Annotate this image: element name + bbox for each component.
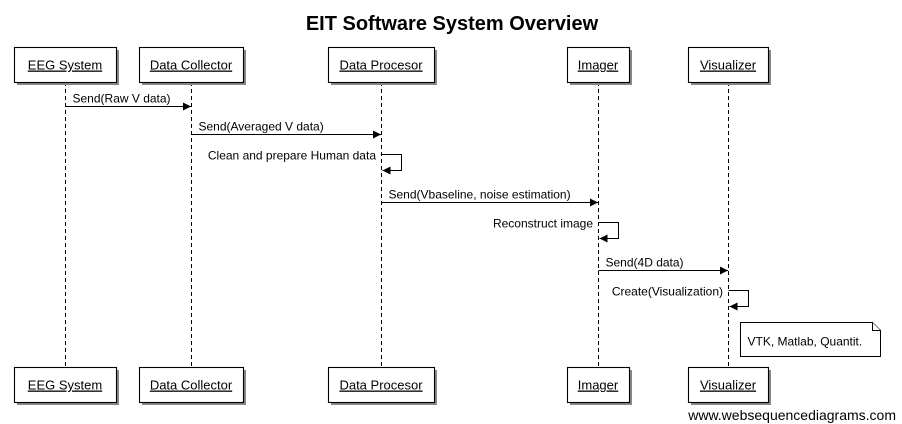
participant-collector-top: Data Collector — [138, 46, 246, 85]
participant-label: Data Collector — [150, 58, 233, 73]
participant-box — [138, 366, 245, 404]
message-label: Send(Raw V data) — [73, 92, 171, 106]
participant-procesor-bottom: Data Procesor — [327, 366, 437, 405]
message-label: Create(Visualization) — [612, 285, 723, 299]
message-5: Reconstruct image — [493, 217, 619, 243]
participant-label: Imager — [578, 378, 619, 393]
participant-label: Data Procesor — [339, 58, 423, 73]
participants-top: EEG System Data Collector Data Procesor Ima… — [13, 46, 771, 85]
note: VTK, Matlab, Quantit. — [740, 322, 881, 357]
note-fold — [872, 322, 881, 331]
participant-label: Data Collector — [150, 378, 233, 393]
message-label: Reconstruct image — [493, 217, 593, 231]
participants-bottom: EEG System Data Collector Data Procesor Ima… — [13, 366, 771, 405]
participant-label: Visualizer — [700, 378, 757, 393]
note-body — [740, 322, 881, 357]
message-2: Send(Averaged V data) — [191, 120, 381, 139]
watermark: www.websequencediagrams.com — [687, 407, 896, 423]
message-3: Clean and prepare Human data — [208, 149, 402, 175]
self-message-arrow — [381, 154, 402, 175]
participant-eeg-top: EEG System — [13, 46, 119, 85]
participant-box — [13, 46, 118, 84]
messages: Send(Raw V data) Send(Averaged V data) Cle… — [65, 92, 749, 311]
participant-label: EEG System — [28, 378, 102, 393]
participant-box — [138, 46, 245, 84]
participant-box — [566, 46, 631, 84]
participant-collector-bottom: Data Collector — [138, 366, 246, 405]
participant-procesor-top: Data Procesor — [327, 46, 437, 85]
participant-box — [687, 366, 770, 404]
participant-visualizer-top: Visualizer — [687, 46, 771, 85]
participant-box — [327, 46, 436, 84]
participant-box — [327, 366, 436, 404]
participant-label: Imager — [578, 58, 619, 73]
participant-box — [687, 46, 770, 84]
message-7: Create(Visualization) — [612, 285, 749, 311]
self-message-arrow — [728, 290, 749, 311]
participant-label: EEG System — [28, 58, 102, 73]
note-text: VTK, Matlab, Quantit. — [748, 335, 863, 349]
participant-imager-bottom: Imager — [566, 366, 632, 405]
participant-label: Visualizer — [700, 58, 757, 73]
participant-imager-top: Imager — [566, 46, 632, 85]
diagram-title: EIT Software System Overview — [306, 13, 599, 35]
participant-visualizer-bottom: Visualizer — [687, 366, 771, 405]
message-6: Send(4D data) — [598, 256, 728, 275]
participant-box — [13, 366, 118, 404]
participant-label: Data Procesor — [339, 378, 423, 393]
message-label: Send(4D data) — [606, 256, 684, 270]
message-label: Send(Averaged V data) — [199, 120, 324, 134]
self-message-arrow — [598, 222, 619, 243]
message-1: Send(Raw V data) — [65, 92, 191, 111]
message-4: Send(Vbaseline, noise estimation) — [381, 188, 598, 207]
lifelines — [65, 82, 729, 367]
participant-box — [566, 366, 631, 404]
message-label: Send(Vbaseline, noise estimation) — [389, 188, 571, 202]
message-label: Clean and prepare Human data — [208, 149, 376, 163]
participant-eeg-bottom: EEG System — [13, 366, 119, 405]
